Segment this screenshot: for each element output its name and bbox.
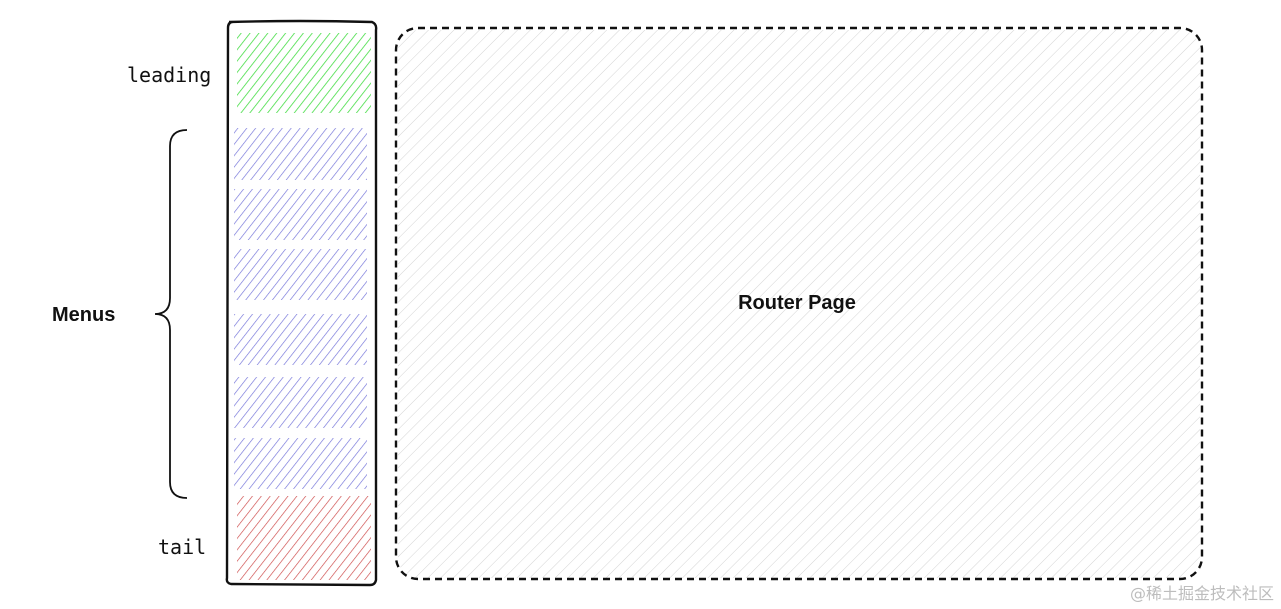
menu-item-block [234,249,367,300]
leading-block [237,33,371,113]
menus-brace [154,129,188,499]
watermark: @稀土掘金技术社区 [1130,584,1274,603]
tail-label: tail [158,535,206,559]
sidebar-outline [225,19,378,587]
menu-item-block [234,128,367,180]
menus-label: Menus [52,304,115,326]
router-page-label: Router Page [738,292,856,314]
menu-item-block [234,377,367,428]
leading-label: leading [127,63,211,87]
menu-item-block [234,438,367,489]
router-page-outline [394,26,1204,581]
tail-block [237,496,371,580]
menu-item-block [234,189,367,240]
menu-item-block [234,314,367,365]
router-page-fill [398,30,1200,578]
